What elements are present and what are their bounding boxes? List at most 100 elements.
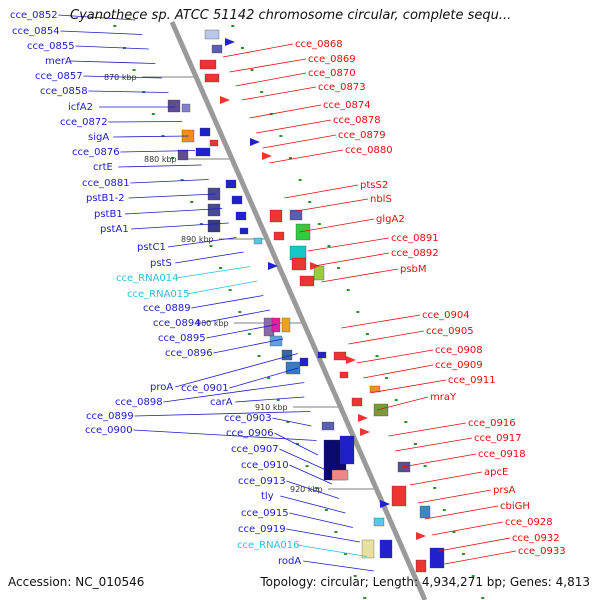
left-gene-label: cce_0872: [60, 117, 108, 128]
strand-tick: [344, 553, 348, 555]
left-gene-label: cce_0876: [72, 147, 120, 158]
right-gene-leader: [235, 72, 307, 87]
gene-feature: [199, 59, 217, 70]
gene-feature: [321, 421, 335, 431]
strand-tick: [170, 157, 174, 159]
left-gene-leader: [163, 382, 305, 403]
left-gene-leader: [280, 495, 346, 514]
left-gene-label: cce_0896: [165, 348, 213, 359]
left-gene-leader: [118, 164, 202, 168]
strand-tick: [462, 553, 466, 555]
right-gene-leader: [402, 453, 477, 468]
left-gene-label: cce_0913: [238, 476, 286, 487]
right-gene-label: mraY: [430, 392, 457, 403]
strand-tick: [413, 443, 417, 445]
strand-tick: [228, 289, 232, 291]
left-gene-leader: [113, 135, 189, 138]
strand-tick: [151, 113, 155, 115]
left-gene-label: pstC1: [137, 242, 166, 253]
strand-tick: [180, 179, 184, 181]
left-gene-leader: [58, 14, 136, 21]
left-gene-label: cce_0857: [35, 71, 83, 82]
strand-tick: [337, 267, 341, 269]
left-gene-label: cce_0901: [181, 383, 229, 394]
strand-tick: [209, 245, 213, 247]
map-title: Cyanothece sp. ATCC 51142 chromosome cir…: [70, 8, 512, 23]
left-gene-leader: [130, 222, 229, 230]
left-gene-leader: [130, 179, 209, 184]
gene-feature: [299, 275, 315, 287]
strand-tick: [385, 377, 389, 379]
right-gene-leader: [431, 521, 504, 536]
left-gene-leader: [289, 512, 353, 528]
left-gene-leader: [134, 411, 311, 417]
strand-tick: [452, 531, 456, 533]
right-gene-label: cce_0891: [391, 233, 439, 244]
left-gene-leader: [124, 208, 223, 215]
strand-tick: [238, 311, 242, 313]
right-gene-label: cce_0928: [505, 517, 553, 528]
summary-text: Topology: circular; Length: 4,934,271 bp…: [260, 575, 590, 589]
gene-feature: [391, 485, 407, 507]
left-gene-leader: [70, 60, 156, 64]
gene-feature: [415, 559, 427, 573]
right-gene-leader: [241, 86, 317, 101]
gene-feature: [211, 44, 223, 54]
right-gene-label: cce_0892: [391, 248, 439, 259]
left-gene-label: cce_0906: [226, 428, 274, 439]
right-gene-leader: [299, 218, 375, 233]
left-gene-leader: [279, 448, 326, 470]
gene-feature: [351, 397, 363, 407]
gene-feature: [225, 179, 237, 189]
strand-tick: [295, 443, 299, 445]
left-gene-label: cce_RNA015: [127, 289, 190, 300]
left-gene-leader: [186, 280, 258, 295]
gene-feature: [269, 335, 283, 347]
left-gene-leader: [296, 544, 367, 557]
right-gene-label: cce_0916: [468, 418, 516, 429]
strand-tick: [250, 69, 254, 71]
strand-tick: [334, 531, 338, 533]
left-gene-label: cce_0919: [238, 524, 286, 535]
gene-feature: [299, 357, 309, 367]
strand-tick: [363, 597, 367, 599]
gene-feature: [207, 203, 221, 217]
left-gene-label: cce_0889: [143, 303, 191, 314]
strand-tick: [276, 399, 280, 401]
left-gene-leader: [175, 266, 251, 279]
right-gene-label: cce_0917: [474, 433, 522, 444]
left-gene-leader: [133, 429, 317, 441]
left-gene-label: crtE: [93, 162, 113, 173]
right-gene-label: apcE: [484, 467, 508, 478]
gene-feature: [209, 139, 219, 147]
kbp-label: 910 kbp: [255, 403, 288, 412]
strand-tick: [353, 575, 357, 577]
leaders-layer: [58, 14, 517, 572]
left-gene-label: cce_RNA014: [116, 273, 179, 284]
right-gene-leader: [348, 330, 425, 345]
kbp-label: 920 kbp: [290, 485, 323, 494]
gene-feature: [167, 99, 181, 113]
left-gene-leader: [88, 90, 169, 93]
kbp-label: 880 kbp: [144, 155, 177, 164]
right-gene-leader: [356, 349, 434, 364]
gene-feature: [285, 361, 301, 375]
labels-layer: cce_0852cce_0854cce_0855merAcce_0857cce_…: [10, 10, 566, 567]
gene-feature: [333, 351, 347, 361]
right-gene-label: cce_0909: [435, 360, 483, 371]
left-gene-leader: [120, 150, 196, 153]
strand-tick: [315, 487, 319, 489]
gene-feature: [339, 371, 349, 379]
left-gene-leader: [286, 528, 360, 543]
strand-tick: [240, 47, 244, 49]
left-gene-label: cce_0895: [158, 333, 206, 344]
right-gene-label: cce_0878: [333, 115, 381, 126]
strand-tick: [442, 509, 446, 511]
left-gene-label: cce_0907: [231, 444, 279, 455]
right-gene-label: prsA: [493, 485, 516, 496]
gene-feature: [239, 227, 249, 235]
right-gene-leader: [424, 505, 499, 520]
right-gene-label: cce_0908: [435, 345, 483, 356]
left-gene-leader: [108, 121, 183, 123]
strand-tick: [231, 25, 235, 27]
